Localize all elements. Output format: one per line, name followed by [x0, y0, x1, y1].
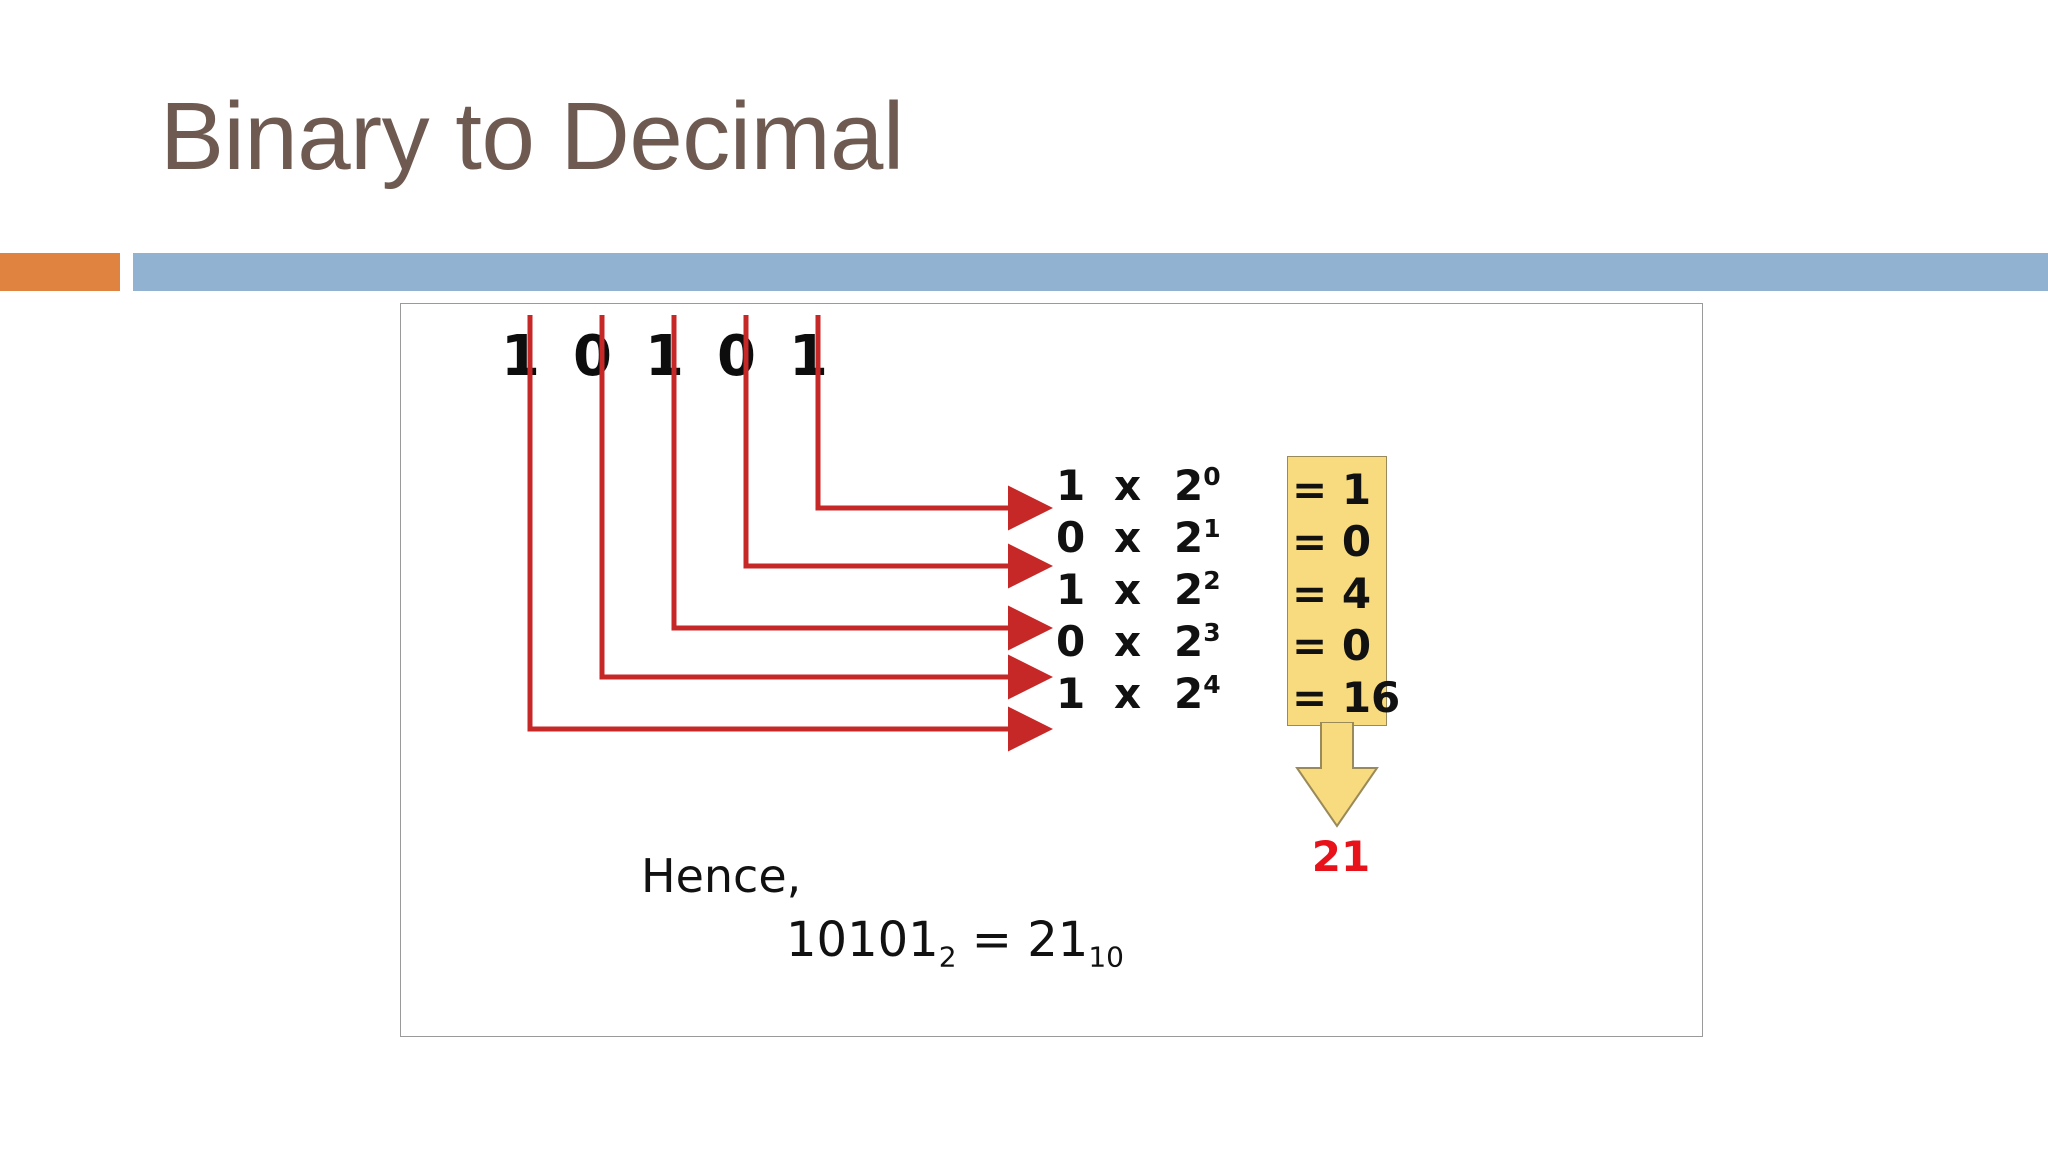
title-accent-bar-orange — [0, 253, 120, 291]
equation-row: 1 x 22 — [1056, 563, 1240, 615]
partial-product-value: = 4 — [1292, 569, 1372, 618]
equation-base: 2 — [1174, 564, 1204, 614]
binary-digit-0: 1 — [501, 324, 540, 389]
final-decimal-value: 21 — [1027, 912, 1089, 968]
title-accent-bar-blue — [133, 253, 2048, 291]
equation-exponent: 0 — [1203, 461, 1221, 491]
equation-multiply-sign: x — [1114, 564, 1142, 614]
equation-multiply-sign: x — [1114, 512, 1142, 562]
equation-bit: 1 — [1056, 460, 1086, 510]
equation-bit: 1 — [1056, 564, 1086, 614]
partial-product-value: = 1 — [1292, 465, 1372, 514]
equation-multiply-sign: x — [1114, 460, 1142, 510]
partial-product-value: = 0 — [1292, 621, 1372, 670]
binary-digit-3: 0 — [717, 324, 756, 389]
partial-products-box: = 1 = 0 = 4 = 0 = 16 — [1287, 456, 1400, 726]
page-title: Binary to Decimal — [160, 83, 904, 190]
binary-digit-1: 0 — [573, 324, 612, 389]
equation-base: 2 — [1174, 460, 1204, 510]
equation-row: 0 x 21 — [1056, 511, 1240, 563]
equation-bit: 0 — [1056, 616, 1086, 666]
equation-multiply-sign: x — [1114, 668, 1142, 718]
equation-bit: 1 — [1056, 668, 1086, 718]
equation-bit: 0 — [1056, 512, 1086, 562]
connector-arrows — [527, 315, 1053, 752]
decimal-total: 21 — [1311, 832, 1371, 881]
equation-power: 20 — [1174, 461, 1240, 510]
final-equals-sign: = — [956, 912, 1028, 968]
equation-list: 1 x 20 0 x 21 1 x 22 0 x 23 1 x — [1056, 459, 1240, 719]
binary-digit-4: 1 — [789, 324, 828, 389]
final-equation: 101012 = 2110 — [786, 912, 1124, 974]
partial-product-value: = 16 — [1292, 673, 1401, 722]
final-binary-subscript: 2 — [938, 940, 957, 974]
equation-row: 0 x 23 — [1056, 615, 1240, 667]
equation-row: 1 x 20 — [1056, 459, 1240, 511]
equation-base: 2 — [1174, 668, 1204, 718]
equation-power: 21 — [1174, 513, 1240, 562]
final-decimal-subscript: 10 — [1088, 940, 1124, 974]
equation-power: 22 — [1174, 565, 1240, 614]
equation-base: 2 — [1174, 616, 1204, 666]
equation-power: 24 — [1174, 669, 1240, 718]
equation-exponent: 2 — [1203, 565, 1221, 595]
partial-product-value: = 0 — [1292, 517, 1372, 566]
equation-multiply-sign: x — [1114, 616, 1142, 666]
final-binary-value: 10101 — [786, 912, 939, 968]
equation-exponent: 1 — [1203, 513, 1221, 543]
equation-exponent: 4 — [1203, 669, 1221, 699]
equation-row: 1 x 24 — [1056, 667, 1240, 719]
binary-digit-2: 1 — [645, 324, 684, 389]
hence-label: Hence, — [641, 849, 802, 903]
equation-power: 23 — [1174, 617, 1240, 666]
sum-down-arrow-icon — [1295, 722, 1379, 828]
equation-exponent: 3 — [1203, 617, 1221, 647]
equation-base: 2 — [1174, 512, 1204, 562]
